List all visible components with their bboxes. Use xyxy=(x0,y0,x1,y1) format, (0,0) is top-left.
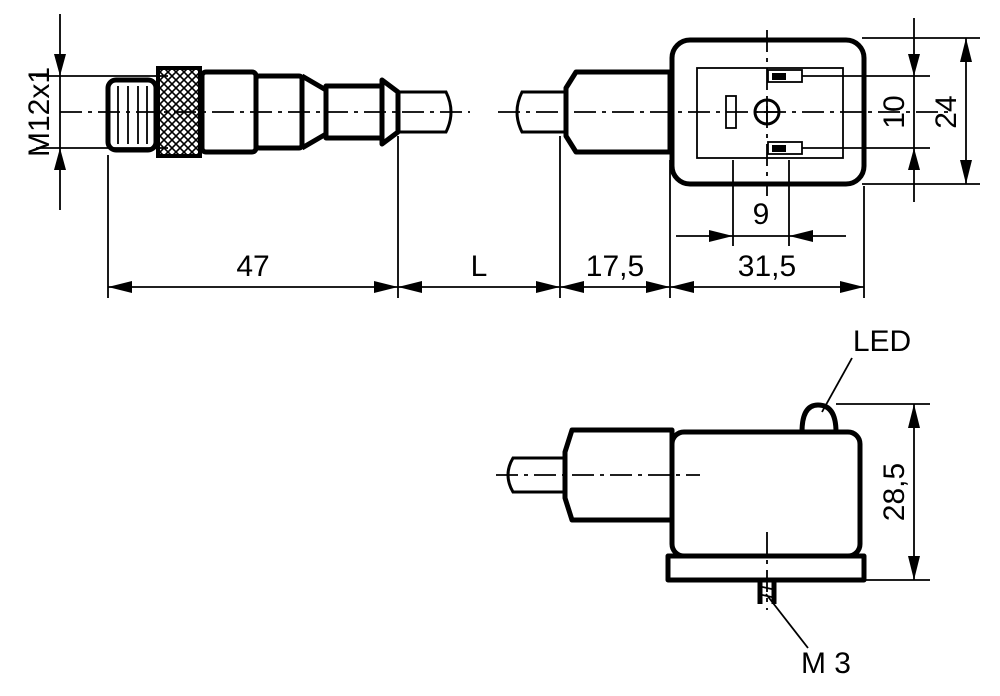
center-lines xyxy=(60,30,950,610)
label-dim-31-5: 31,5 xyxy=(738,250,796,283)
label-screw: M 3 xyxy=(801,647,851,680)
label-dim-28-5: 28,5 xyxy=(878,463,911,521)
extension-lines xyxy=(36,37,980,581)
label-dim-17-5: 17,5 xyxy=(586,250,644,283)
label-thread: M12x1 xyxy=(23,67,56,157)
label-dim-10: 10 xyxy=(878,95,911,128)
valve-socket-side xyxy=(506,402,867,604)
label-dim-24: 24 xyxy=(930,95,963,128)
dimension-lines xyxy=(54,14,972,649)
led-dome xyxy=(799,402,839,435)
dimension-labels: M12x1 47 L 17,5 31,5 9 10 24 28,5 LED M … xyxy=(23,67,963,680)
label-dim-L: L xyxy=(471,250,488,283)
label-dim-47: 47 xyxy=(236,250,269,283)
label-dim-9: 9 xyxy=(753,198,770,231)
label-led: LED xyxy=(853,325,911,358)
